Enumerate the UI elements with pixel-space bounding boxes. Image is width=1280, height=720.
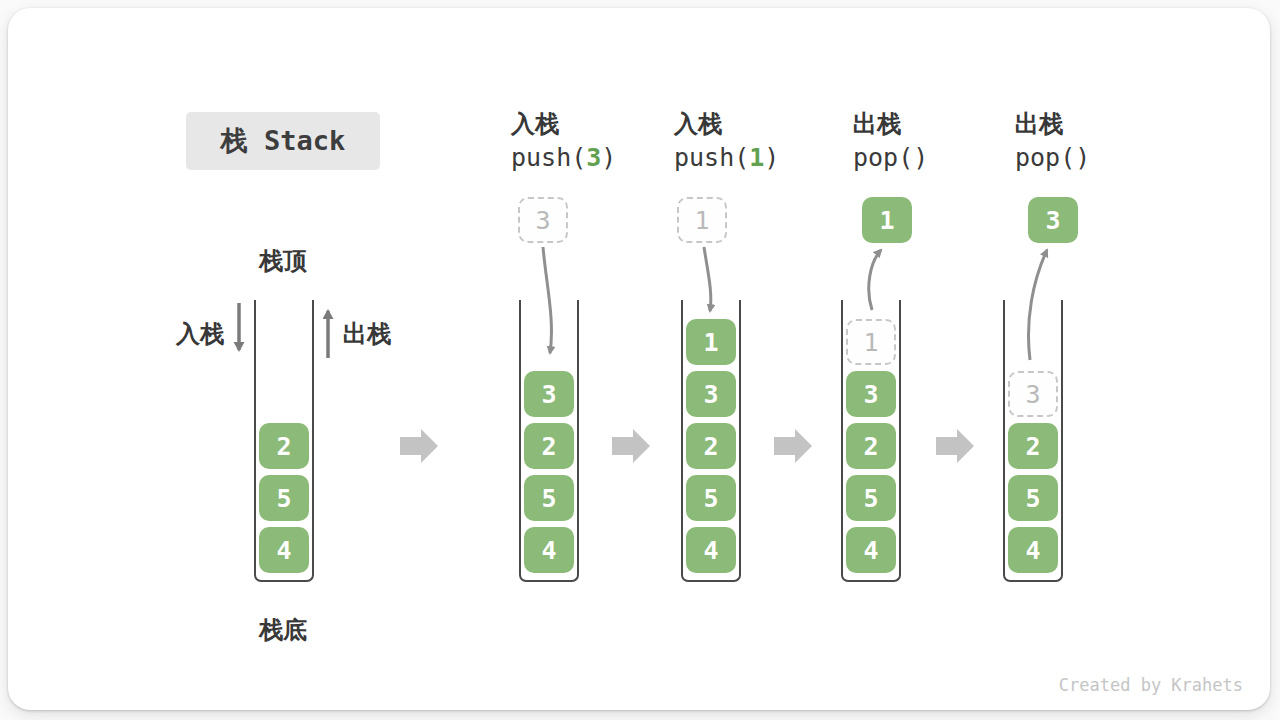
- stack-element-5: 5: [1008, 475, 1058, 521]
- stack-element-4: 4: [846, 527, 896, 573]
- stack-element-2: 2: [846, 423, 896, 469]
- operation-label-code: pop(): [853, 143, 928, 172]
- ghost-element-3: 3: [1008, 371, 1058, 417]
- operation-label-code: push(3): [511, 143, 616, 172]
- floating-element-1: 1: [862, 197, 912, 243]
- floating-element-1: 1: [677, 197, 727, 243]
- stack-element-4: 4: [686, 527, 736, 573]
- floating-element-3: 3: [518, 197, 568, 243]
- next-step-arrow-icon: [936, 429, 974, 463]
- operation-label-cn: 入栈: [674, 108, 722, 140]
- stack-element-3: 3: [686, 371, 736, 417]
- operation-label-cn: 出栈: [853, 108, 901, 140]
- stack-element-4: 4: [1008, 527, 1058, 573]
- stack-element-3: 3: [846, 371, 896, 417]
- operation-label-cn: 入栈: [511, 108, 559, 140]
- floating-element-3: 3: [1028, 197, 1078, 243]
- stack-element-2: 2: [524, 423, 574, 469]
- next-step-arrow-icon: [612, 429, 650, 463]
- stack-element-5: 5: [846, 475, 896, 521]
- operation-label-code: pop(): [1015, 143, 1090, 172]
- stack-element-1: 1: [686, 319, 736, 365]
- next-step-arrow-icon: [774, 429, 812, 463]
- stack-element-2: 2: [259, 423, 309, 469]
- operation-arg: 3: [586, 143, 601, 172]
- operation-label-code: push(1): [674, 143, 779, 172]
- stack-element-2: 2: [686, 423, 736, 469]
- ghost-element-1: 1: [846, 319, 896, 365]
- operation-arg: 1: [749, 143, 764, 172]
- stack-element-5: 5: [524, 475, 574, 521]
- stack-element-4: 4: [259, 527, 309, 573]
- stack-element-2: 2: [1008, 423, 1058, 469]
- stack-element-3: 3: [524, 371, 574, 417]
- stack-element-5: 5: [259, 475, 309, 521]
- stack-element-4: 4: [524, 527, 574, 573]
- operation-label-cn: 出栈: [1015, 108, 1063, 140]
- next-step-arrow-icon: [400, 429, 438, 463]
- stack-element-5: 5: [686, 475, 736, 521]
